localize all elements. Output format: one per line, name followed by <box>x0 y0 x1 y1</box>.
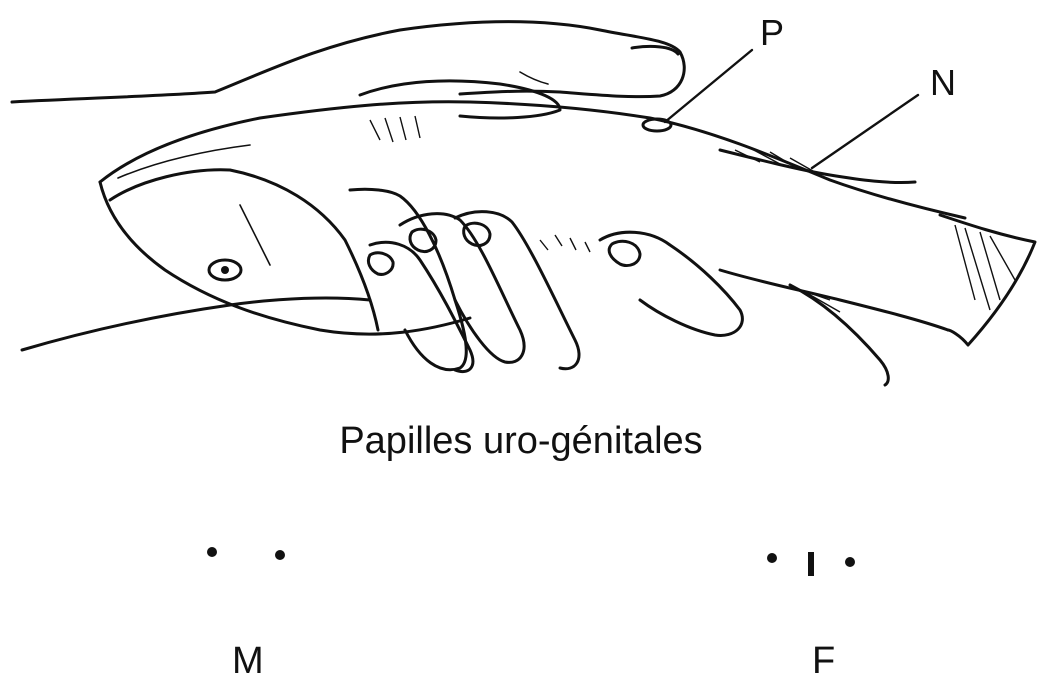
male-papilla-diagram <box>207 547 285 560</box>
fin-leader-line <box>812 95 918 168</box>
male-dot-right <box>275 550 285 560</box>
female-papilla-diagram <box>767 552 855 576</box>
female-dot-right <box>845 557 855 567</box>
female-slit-mark <box>808 552 814 576</box>
label-p: P <box>760 12 784 54</box>
caption: Papilles uro-génitales <box>0 420 1042 463</box>
fingers-drawing <box>22 189 742 371</box>
thumb-drawing <box>12 22 684 102</box>
fish-body-drawing <box>100 81 1035 385</box>
female-dot-left <box>767 553 777 563</box>
male-dot-left <box>207 547 217 557</box>
label-n: N <box>930 62 956 104</box>
